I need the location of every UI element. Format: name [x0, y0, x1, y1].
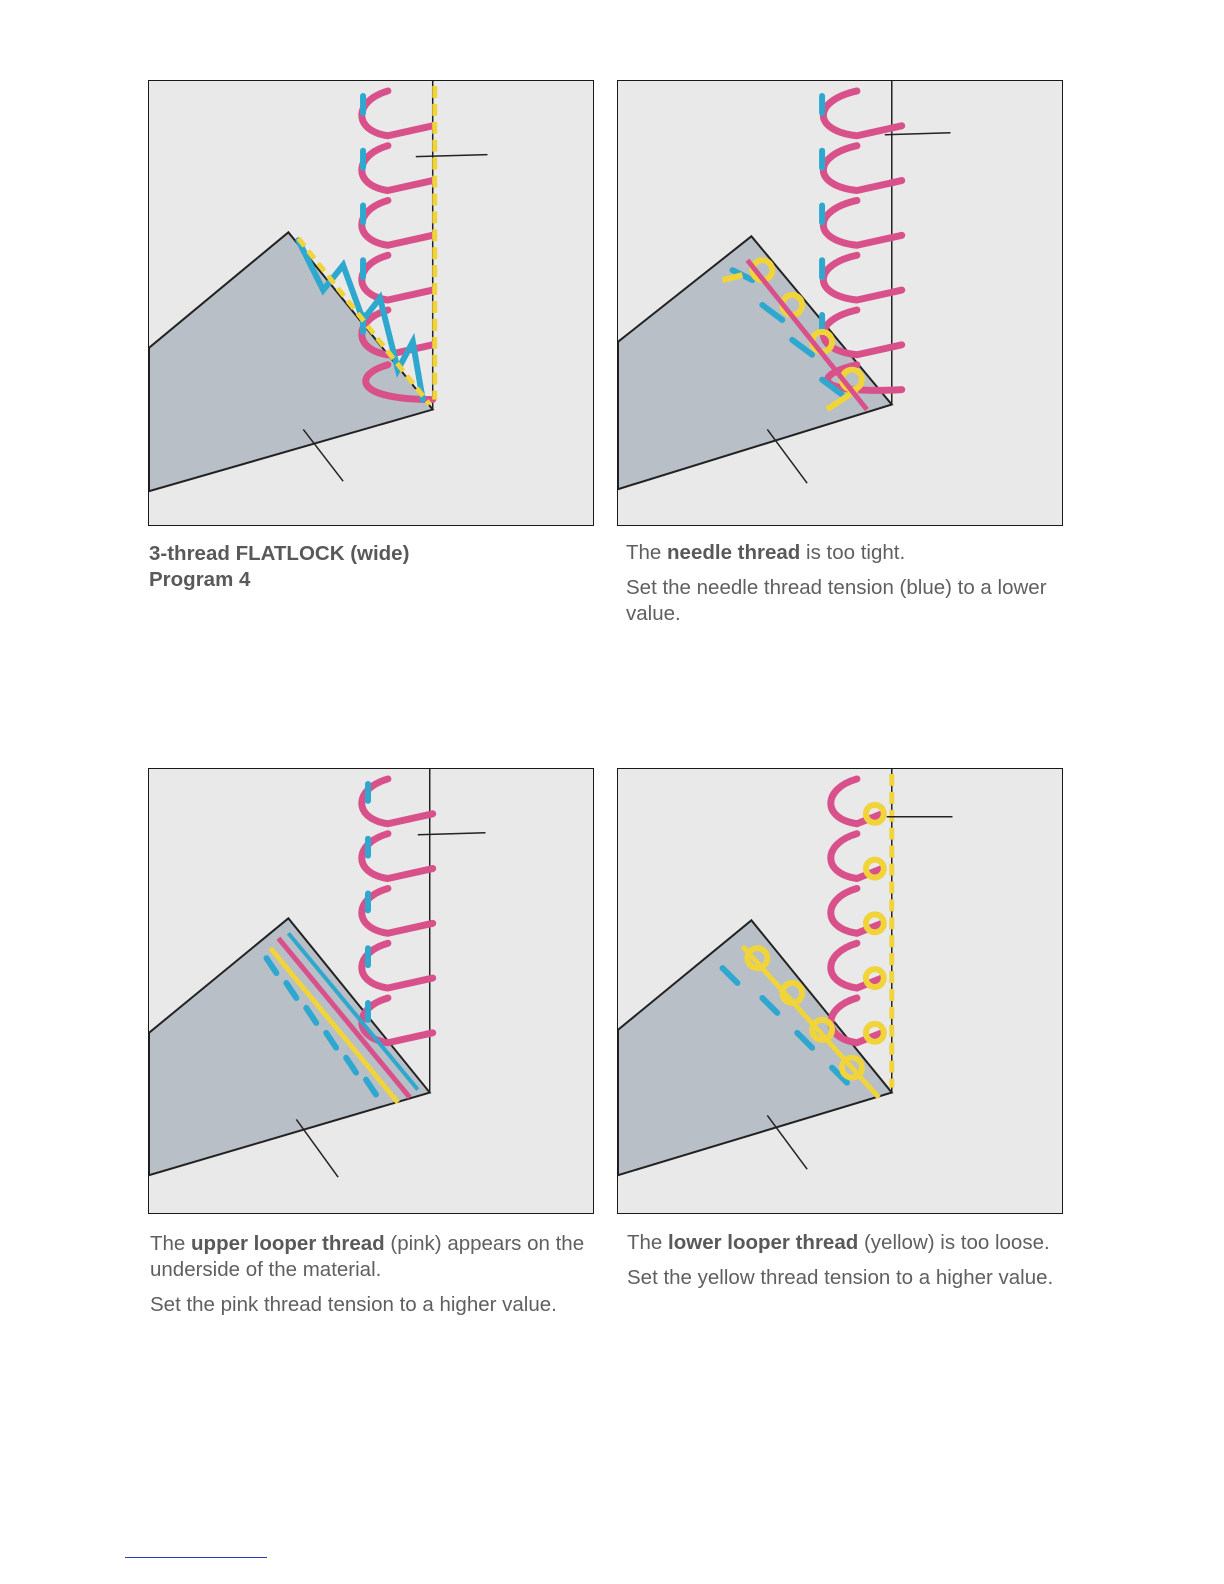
diagonal-seam-pink: [276, 936, 412, 1100]
footer-rule: [125, 1557, 267, 1558]
leader-line-fabric: [295, 1118, 339, 1178]
caption-emphasis: upper looper thread: [191, 1232, 385, 1255]
figure-4-illustration: [617, 768, 1063, 1214]
diagonal-seam-yellow: [268, 946, 400, 1105]
caption-text: The: [626, 541, 668, 564]
caption-text: Set the yellow thread tension to a highe…: [627, 1266, 1054, 1289]
upper-looper-loops: [358, 775, 437, 1047]
upper-looper-loops: [820, 87, 906, 394]
figure-1-illustration: [148, 80, 594, 526]
caption-text: is too tight.: [800, 541, 906, 564]
needle-thread-too-tight-drawing: [618, 81, 951, 491]
upper-looper-loops: [827, 775, 886, 1047]
figure-4-caption: The lower looper thread (yellow) is too …: [627, 1230, 1067, 1300]
caption-emphasis: lower looper thread: [668, 1231, 859, 1254]
caption-text: The: [627, 1231, 669, 1254]
figure-2-illustration: [617, 80, 1063, 526]
needle-thread-ticks: [263, 955, 379, 1098]
caption-text: The: [150, 1232, 192, 1255]
leader-line-thread: [417, 831, 486, 836]
figure-1-caption: 3-thread FLATLOCK (wide) Program 4: [149, 541, 599, 593]
lower-looper-loops: [862, 801, 887, 1045]
figure-2-caption: The needle thread is too tight. Set the …: [626, 540, 1076, 636]
diagonal-seam: [740, 944, 881, 1100]
leader-line-fabric: [766, 428, 808, 484]
diagonal-seam: [745, 258, 869, 412]
flatlock-wide-stitch-drawing: [149, 81, 488, 493]
caption-text: Set the needle thread tension (blue) to …: [626, 576, 1047, 625]
caption-line: Program 4: [149, 568, 251, 591]
caption-text: (yellow) is too loose.: [858, 1231, 1050, 1254]
figure-3-illustration: [148, 768, 594, 1214]
leader-line-fabric: [766, 1114, 808, 1170]
caption-text: Set the pink thread tension to a higher …: [150, 1293, 557, 1316]
caption-emphasis: needle thread: [667, 541, 801, 564]
caption-line: 3-thread FLATLOCK (wide): [149, 542, 410, 565]
needle-thread-ticks: [719, 965, 850, 1086]
needle-thread-zigzag: [295, 237, 426, 403]
diagonal-seam: [296, 236, 432, 407]
diagonal-seam-blue: [286, 931, 420, 1091]
fabric-piece: [149, 230, 435, 493]
figure-3-caption: The upper looper thread (pink) appears o…: [150, 1231, 590, 1327]
leader-line-thread: [415, 153, 488, 158]
leader-line-thread: [884, 132, 951, 136]
upper-looper-loops: [358, 87, 437, 404]
leader-line-fabric: [302, 428, 344, 482]
caption-text: (pink) appears on the underside of the m…: [150, 1232, 585, 1281]
fabric-piece: [149, 916, 432, 1177]
needle-thread-loops: [729, 267, 845, 398]
upper-looper-on-underside-drawing: [149, 769, 486, 1178]
lower-looper-too-loose-drawing: [618, 769, 953, 1177]
